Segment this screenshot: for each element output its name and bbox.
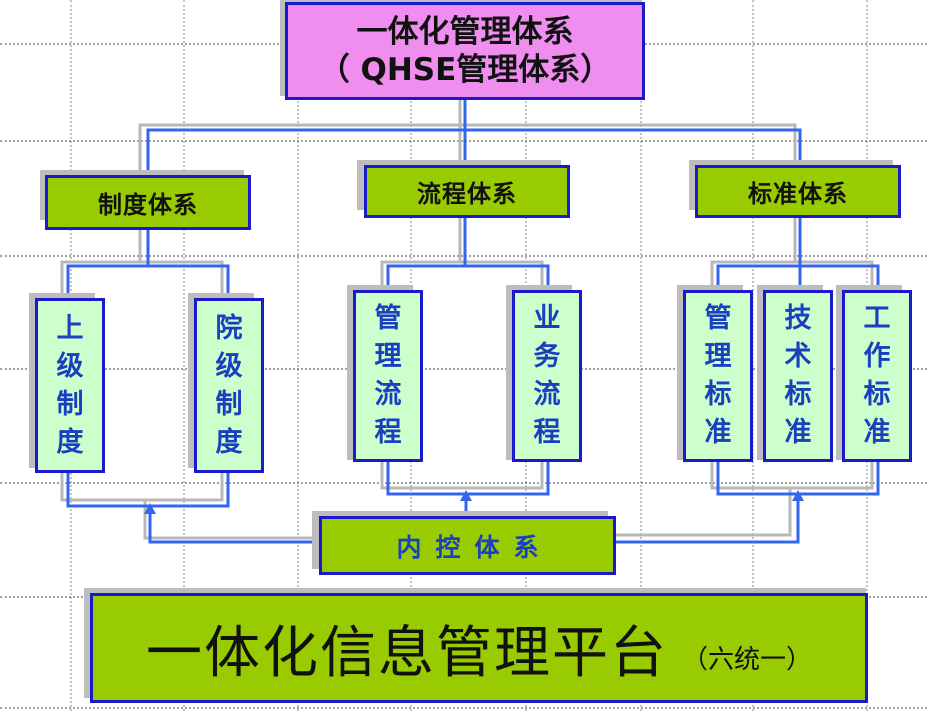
integrated-management-system-box: 一体化管理体系 （ QHSE管理体系）	[285, 2, 645, 100]
grid-line	[0, 707, 927, 709]
arrow-up-icon	[144, 503, 156, 514]
grid-line	[297, 0, 299, 711]
arrow-up-icon	[460, 490, 472, 501]
platform-note: （六统一）	[681, 644, 812, 675]
leaf-work-standard: 工作标准	[842, 290, 912, 462]
grid-line	[0, 482, 927, 484]
system-box-standard: 标准体系	[695, 165, 901, 218]
title-line1: 一体化管理体系	[356, 14, 574, 50]
system-label: 制度体系	[98, 191, 198, 219]
platform-title: 一体化信息管理平台	[145, 620, 668, 686]
leaf-technical-standard: 技术标准	[763, 290, 833, 462]
leaf-business-process: 业务流程	[512, 290, 582, 462]
internal-control-system-box: 内控体系	[319, 516, 616, 575]
system-box-regulation: 制度体系	[45, 175, 251, 230]
leaf-label: 院级制度	[215, 312, 243, 458]
arrow-up-icon	[792, 490, 804, 501]
grid-line	[640, 0, 642, 711]
title-line2: （ QHSE管理体系）	[318, 52, 612, 88]
information-platform-box: 一体化信息管理平台 （六统一）	[90, 593, 868, 703]
leaf-superior-regulation: 上级制度	[35, 298, 105, 473]
leaf-label: 管理标准	[704, 303, 732, 448]
system-label: 流程体系	[417, 180, 517, 208]
leaf-label: 上级制度	[56, 312, 84, 458]
grid-line	[183, 0, 185, 711]
grid-line	[0, 368, 927, 370]
leaf-management-standard: 管理标准	[683, 290, 753, 462]
grid-line	[752, 0, 754, 711]
leaf-label: 业务流程	[533, 303, 561, 448]
system-label: 标准体系	[748, 180, 848, 208]
leaf-institute-regulation: 院级制度	[194, 298, 264, 473]
leaf-label: 工作标准	[863, 303, 891, 448]
control-label: 内控体系	[396, 532, 553, 562]
leaf-label: 管理流程	[374, 303, 402, 448]
system-box-process: 流程体系	[364, 165, 570, 218]
leaf-management-process: 管理流程	[353, 290, 423, 462]
leaf-label: 技术标准	[784, 303, 812, 448]
